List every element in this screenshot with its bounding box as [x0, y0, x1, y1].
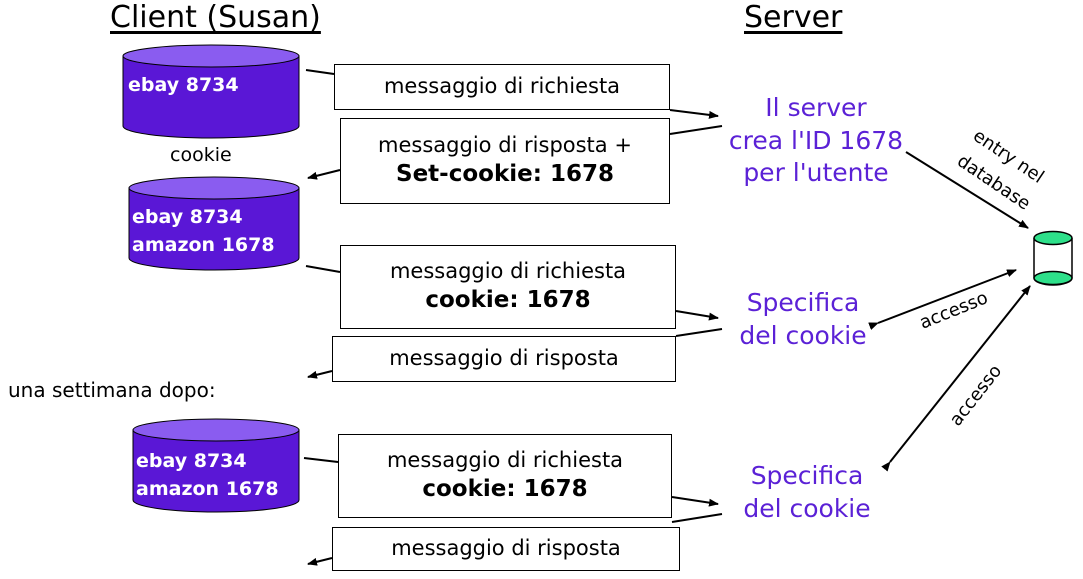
- cookie-file-cylinder-1: [122, 44, 300, 139]
- client-header: Client (Susan): [110, 0, 321, 35]
- request-message-2: messaggio di richiesta cookie: 1678: [340, 245, 676, 329]
- entry-arrow: [905, 151, 1029, 229]
- request-line-3a: [303, 457, 339, 463]
- response-line-2: [675, 328, 723, 337]
- cylinder-1-text: ebay 8734: [128, 74, 239, 96]
- response-arrow-3: [307, 557, 333, 566]
- server-action-2: Specifica del cookie: [739, 288, 867, 350]
- request-message-1: messaggio di richiesta: [334, 64, 670, 110]
- response-line-1: [669, 125, 723, 135]
- response-message-1: messaggio di risposta + Set-cookie: 1678: [340, 118, 670, 204]
- request-arrow-3: [671, 496, 719, 507]
- request-message-3: messaggio di richiesta cookie: 1678: [338, 434, 672, 518]
- server-action-3: Specifica del cookie: [743, 461, 871, 523]
- response-message-2: messaggio di risposta: [332, 336, 676, 382]
- request-line-2a: [305, 265, 341, 273]
- cookie-file-cylinder-3: [132, 418, 300, 513]
- database-icon: [1033, 230, 1073, 286]
- request-arrow-1: [669, 109, 719, 119]
- request-line-1a: [305, 69, 335, 75]
- later-label: una settimana dopo:: [8, 378, 216, 402]
- response-line-3: [671, 513, 723, 523]
- request-arrow-2: [675, 310, 719, 321]
- response-message-3: messaggio di risposta: [332, 527, 680, 571]
- server-action-1: Il server crea l'ID 1678 per l'utente: [728, 93, 904, 187]
- response-arrow-2: [307, 370, 333, 379]
- cookie-file-cylinder-2: [128, 176, 300, 271]
- server-header: Server: [744, 0, 843, 35]
- cookie-label: cookie: [170, 144, 232, 166]
- response-arrow-1: [307, 169, 341, 180]
- cylinder-2-text: ebay 8734 amazon 1678: [132, 206, 275, 256]
- access-arrow-2: [881, 285, 1031, 472]
- cylinder-3-text: ebay 8734 amazon 1678: [136, 450, 279, 500]
